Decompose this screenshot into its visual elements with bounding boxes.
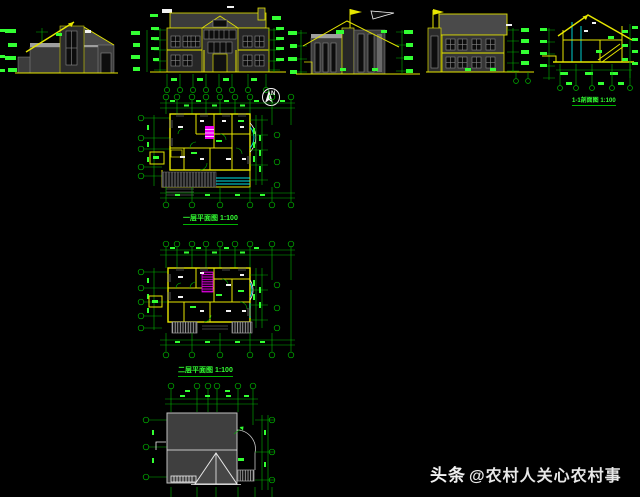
elevation-rear-drawing xyxy=(426,9,534,84)
plan1-title: 一层平面图 1:100 xyxy=(183,213,238,225)
section-title: 1-1剖面图 1:100 xyxy=(572,95,616,106)
watermark-brand: 头条 xyxy=(430,466,466,485)
plan2-title: 二层平面图 1:100 xyxy=(178,365,233,377)
elevation-left-drawing xyxy=(0,21,118,74)
elevation-front-drawing xyxy=(131,6,286,93)
roof-plan-drawing xyxy=(142,382,276,497)
watermark: 头条@农村人关心农村事 xyxy=(430,461,622,486)
floor-plan-2-drawing xyxy=(137,240,295,359)
elevation-side-drawing xyxy=(288,9,420,75)
floor-plan-1-drawing xyxy=(137,93,295,209)
section-1-1-drawing xyxy=(540,14,638,91)
watermark-handle: @农村人关心农村事 xyxy=(469,468,622,485)
north-letter: N xyxy=(271,91,276,97)
